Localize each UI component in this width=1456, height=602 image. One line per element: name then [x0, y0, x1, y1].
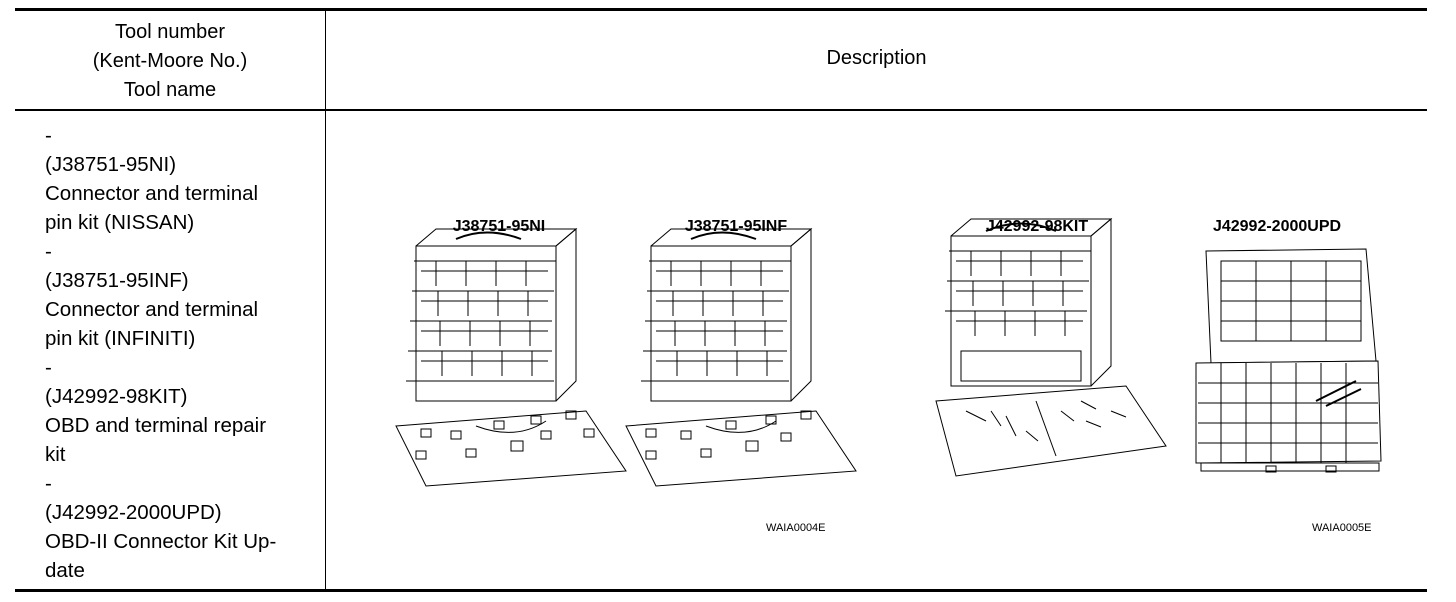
table-bottom-rule	[15, 589, 1427, 592]
tool-line: -	[45, 356, 52, 379]
terminal-repair-kit-drawing	[935, 217, 1167, 477]
tool-line: Connector and terminal	[45, 298, 259, 321]
description-column-header: Description	[826, 47, 927, 69]
tool-line: -	[45, 124, 52, 147]
drawer-cabinet-nissan-drawing	[395, 227, 627, 487]
header-line: Tool number	[114, 21, 226, 43]
header-line: (Kent-Moore No.)	[92, 50, 248, 72]
kit-label: J38751-95NI	[452, 218, 546, 235]
tool-line: (J38751-95INF)	[45, 269, 189, 292]
tool-line: kit	[45, 443, 66, 466]
drawer-cabinet-infiniti-drawing	[625, 227, 857, 487]
header-line: Tool name	[123, 79, 217, 101]
tool-line: (J38751-95NI)	[45, 153, 177, 176]
tool-line: -	[45, 240, 52, 263]
obd-connector-kit-case-drawing	[1195, 248, 1382, 473]
tool-line: (J42992-98KIT)	[45, 385, 188, 408]
tool-list: - (J38751-95NI) Connector and terminal p…	[45, 121, 315, 585]
tool-line: -	[45, 472, 52, 495]
header-divider	[15, 109, 1427, 111]
tool-line: Connector and terminal	[45, 182, 259, 205]
tool-line: (J42992-2000UPD)	[45, 501, 222, 524]
kit-label: J42992-98KIT	[985, 218, 1089, 235]
tool-line: OBD and terminal repair	[45, 414, 267, 437]
special-tools-table: Tool number (Kent-Moore No.) Tool name D…	[15, 8, 1427, 592]
column-divider	[325, 11, 326, 589]
figure-code: WAIA0005E	[1312, 522, 1372, 534]
tool-line: pin kit (INFINITI)	[45, 327, 196, 350]
figure-code: WAIA0004E	[766, 522, 826, 534]
table-top-rule	[15, 8, 1427, 11]
kit-label: J38751-95INF	[684, 218, 788, 235]
tool-line: date	[45, 559, 85, 582]
tool-column-header: Tool number (Kent-Moore No.) Tool name	[15, 18, 325, 105]
kit-label: J42992-2000UPD	[1212, 218, 1342, 235]
tool-line: OBD-II Connector Kit Up-	[45, 530, 277, 553]
kits-illustration: J38751-95NI J38751-95INF J42992-98KIT J4…	[326, 111, 1427, 589]
tool-line: pin kit (NISSAN)	[45, 211, 195, 234]
